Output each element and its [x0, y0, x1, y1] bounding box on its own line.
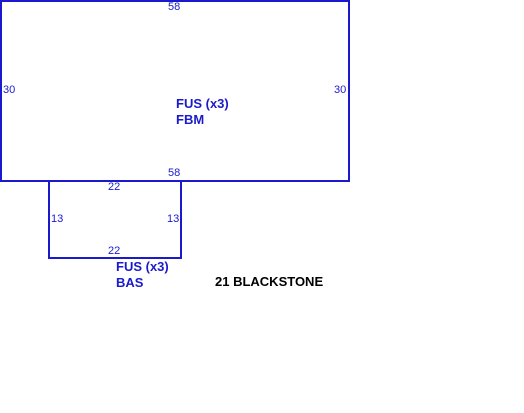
area-bas-label-code: FUS (x3)	[116, 259, 169, 274]
area-bas-outline	[48, 180, 182, 259]
property-address: 21 BLACKSTONE	[215, 274, 324, 289]
area-bas-dim-right: 13	[167, 213, 180, 225]
area-bas-label-type: BAS	[116, 275, 144, 290]
area-bas-label: FUS (x3) BAS	[116, 259, 169, 291]
area-fbm-dim-bottom: 58	[168, 167, 181, 179]
area-fbm-dim-left: 30	[3, 84, 16, 96]
area-fbm-dim-top: 58	[168, 1, 181, 13]
area-fbm-label-type: FBM	[176, 112, 205, 127]
area-fbm-label: FUS (x3) FBM	[176, 96, 229, 128]
area-fbm-label-code: FUS (x3)	[176, 96, 229, 111]
area-bas-dim-left: 13	[51, 213, 64, 225]
area-fbm-dim-right: 30	[334, 84, 347, 96]
area-bas-dim-bottom: 22	[108, 245, 121, 257]
area-fbm-outline	[0, 0, 350, 182]
area-bas-dim-top: 22	[108, 181, 121, 193]
